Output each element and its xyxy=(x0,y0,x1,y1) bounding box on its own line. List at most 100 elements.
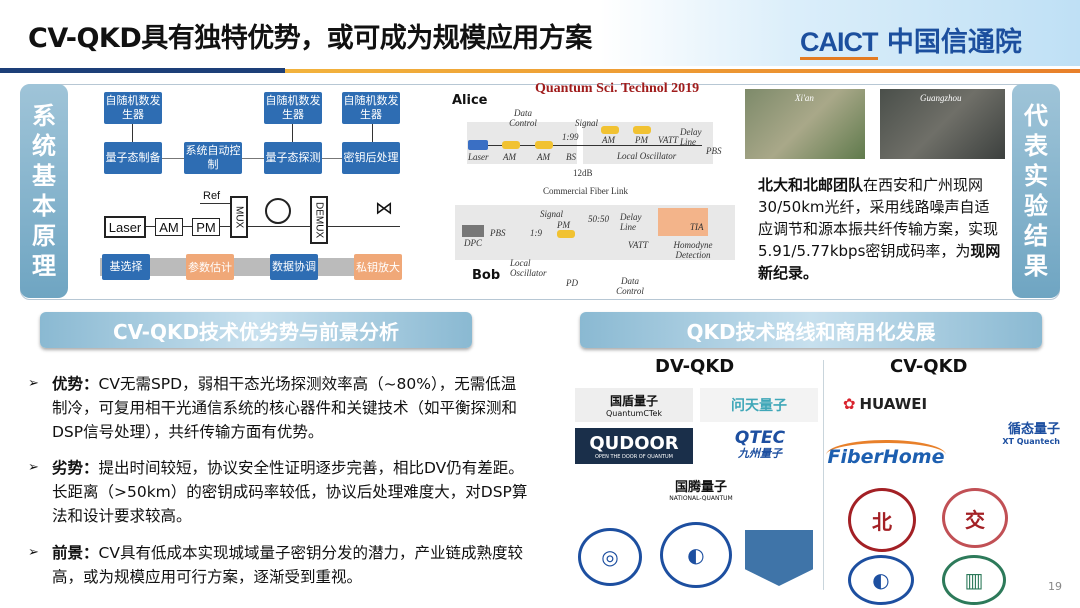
lo-label: Local Oscillator xyxy=(510,258,547,278)
bupt-seal: ◐ xyxy=(848,555,914,605)
logo-cn: 问天量子 xyxy=(731,398,787,414)
step-box: 数据协调 xyxy=(270,254,318,280)
wentian-logo: 问天量子 xyxy=(700,388,818,422)
university-seal: ◎ xyxy=(578,528,642,586)
bullet-label: 前景： xyxy=(52,544,99,562)
homodyne-detector xyxy=(658,208,708,236)
cv-qkd-title: CV-QKD xyxy=(890,356,968,377)
ratio-label: 1:9 xyxy=(530,228,542,238)
laser-icon xyxy=(468,140,488,150)
pd-label: PD xyxy=(566,278,578,288)
tab-char: 本 xyxy=(32,192,56,220)
fiber-spool-icon xyxy=(265,198,291,224)
page-title: CV-QKD具有独特优势，或可成为规模应用方案 xyxy=(28,23,592,54)
logo-en: QTEC xyxy=(734,428,786,448)
university-shield xyxy=(745,530,813,586)
header-background xyxy=(600,0,1080,66)
xian-map-photo: Xi'an xyxy=(745,89,865,159)
logo-en: HUAWEI xyxy=(859,395,928,413)
step-box: 基选择 xyxy=(102,254,150,280)
logo-en: XT Quantech xyxy=(1002,437,1060,446)
tab-char: 果 xyxy=(1024,252,1048,280)
sjtu-seal: 交 xyxy=(942,488,1008,548)
result-end: 现网新纪录。 xyxy=(758,242,1001,282)
ratio-label: 1:99 xyxy=(562,132,579,142)
pbs-label: PBS xyxy=(490,228,506,238)
section-header-right: QKD技术路线和商用化发展 xyxy=(580,312,1042,348)
rng-box: 自随机数发生器 xyxy=(264,92,322,124)
laser-box: Laser xyxy=(104,216,146,238)
bullet-text: 提出时间较短，协议安全性证明逐步完善，相比DV仍有差距。长距离（>50km）的密… xyxy=(52,459,528,525)
logo-en: QUDOOR xyxy=(589,432,679,454)
flow-box: 系统自动控制 xyxy=(184,142,242,174)
arrow-icon: ➢ xyxy=(28,376,39,391)
huawei-logo: ✿HUAWEI xyxy=(830,392,940,416)
logo-en: CAICT xyxy=(800,27,878,60)
citation: Quantum Sci. Technol 2019 xyxy=(535,81,700,96)
logo-cn: 国盾量子 xyxy=(609,394,658,408)
am-box: AM xyxy=(155,218,183,236)
step-box: 参数估计 xyxy=(186,254,234,280)
map-label: Guangzhou xyxy=(920,93,962,103)
logo-en: NATIONAL-QUANTUM xyxy=(669,495,733,502)
tab-char: 理 xyxy=(32,252,56,280)
pm-label: PM xyxy=(635,135,648,145)
dv-qkd-title: DV-QKD xyxy=(655,356,735,377)
bs-label: BS xyxy=(566,152,576,162)
ref-label: Ref xyxy=(203,190,221,202)
right-tab: 代表实验结果 xyxy=(1012,84,1060,298)
result-bold: 北大和北邮团队 xyxy=(758,176,864,194)
steps-track xyxy=(100,258,400,276)
left-tab: 系统基本原理 xyxy=(20,84,68,298)
vatt-label: VATT xyxy=(658,135,679,145)
tab-char: 代 xyxy=(1024,102,1048,130)
guangzhou-map-photo: Guangzhou xyxy=(880,89,1005,159)
am-label: AM xyxy=(537,152,550,162)
signal-label: Signal xyxy=(540,209,564,219)
pbs-label: PBS xyxy=(706,146,722,156)
logo-cn: 中国信通院 xyxy=(886,27,1022,58)
bullet-text: CV具有低成本实现城域量子密钥分发的潜力，产业链成熟度较高，或为规模应用可行方案… xyxy=(52,544,523,586)
result-body: 在西安和广州现网30/50km光纤，采用线路噪声自适应调节和源本振共纤传输方案，… xyxy=(758,176,999,260)
route-divider xyxy=(823,360,824,590)
flow-box: 密钥后处理 xyxy=(342,142,400,174)
logo-en: QuantumCTek xyxy=(605,409,662,418)
loss-label: 12dB xyxy=(573,168,593,178)
header-divider-navy xyxy=(0,68,285,73)
laser-label: Laser xyxy=(468,152,489,162)
logo-cn: 国腾量子 xyxy=(674,480,727,495)
tab-char: 表 xyxy=(1024,132,1048,160)
tab-char: 统 xyxy=(32,132,56,160)
lo-label: Local Oscillator xyxy=(617,151,677,161)
data-control-label: Data Control xyxy=(509,108,537,128)
logo-sub: OPEN THE DOOR OF QUANTUM xyxy=(595,453,673,460)
data-control-label: Data Control xyxy=(616,276,644,296)
logo-cn: 循态量子 xyxy=(1007,422,1060,437)
flow-box: 量子态探测 xyxy=(264,142,322,174)
tab-char: 结 xyxy=(1024,222,1048,250)
tab-char: 系 xyxy=(32,102,56,130)
delay-label: Delay Line xyxy=(620,212,642,232)
pm-label: PM xyxy=(557,220,570,230)
balanced-detector-icon: ⋈ xyxy=(375,198,393,219)
alice-label: Alice xyxy=(452,93,488,108)
huawei-flower-icon: ✿ xyxy=(842,395,856,413)
bullet-advantage: ➢优势：CV无需SPD，弱相干态光场探测效率高（~80%），无需低温制冷，可复用… xyxy=(28,372,528,444)
tab-char: 验 xyxy=(1024,192,1048,220)
tab-char: 原 xyxy=(32,222,56,250)
rng-box: 自随机数发生器 xyxy=(104,92,162,124)
am-label: AM xyxy=(503,152,516,162)
fiberhome-logo: FiberHome xyxy=(826,440,946,470)
step-box: 私钥放大 xyxy=(354,254,402,280)
dpc-label: DPC xyxy=(464,238,482,248)
dpc-icon xyxy=(462,225,484,237)
tab-char: 基 xyxy=(32,162,56,190)
fiber-label: Commercial Fiber Link xyxy=(543,186,628,196)
bob-label: Bob xyxy=(472,268,501,283)
vatt-label: VATT xyxy=(628,240,649,250)
ratio-label: 50:50 xyxy=(588,214,609,224)
section-header-left: CV-QKD技术优劣势与前景分析 xyxy=(40,312,472,348)
